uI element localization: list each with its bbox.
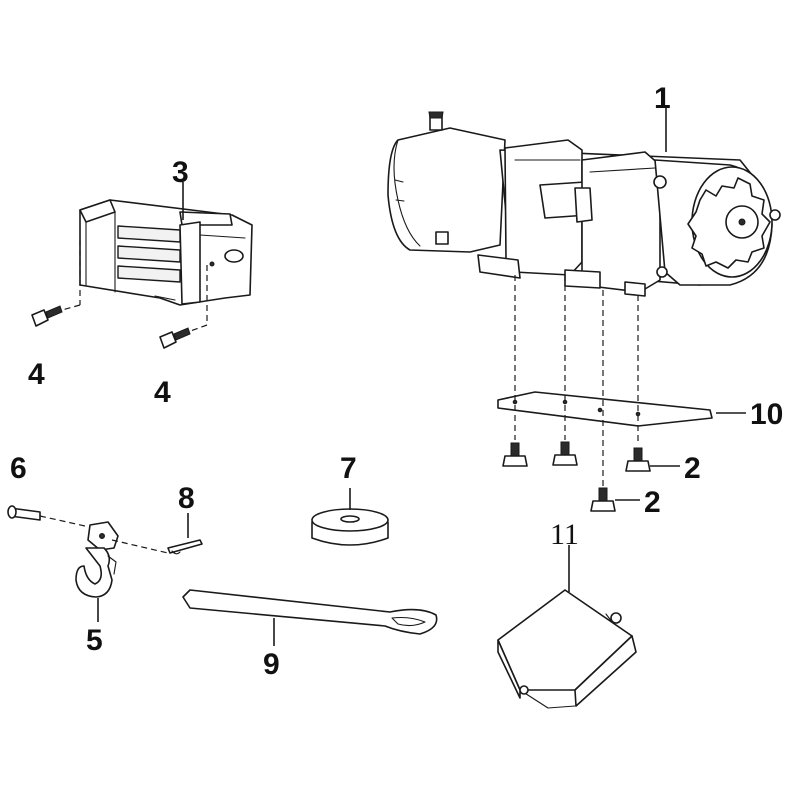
control-box	[497, 589, 637, 709]
mount-bolt	[552, 441, 578, 466]
clevis-hook	[75, 521, 119, 598]
callout-3: 3	[172, 156, 189, 189]
pin-alignment-line	[39, 515, 86, 527]
callout-4: 4	[154, 376, 171, 409]
winch-mount-alignment-lines	[514, 275, 639, 486]
callout-7: 7	[340, 452, 357, 485]
hand-saver-strap	[182, 589, 438, 635]
clevis-pin	[7, 505, 41, 521]
winch-assembly	[387, 111, 781, 297]
roller-fairlead	[79, 199, 253, 306]
mount-plate	[497, 391, 713, 427]
callout-11: 11	[550, 518, 579, 551]
hook-pin-clip	[167, 539, 203, 555]
callout-2: 2	[684, 452, 701, 485]
callout-4: 4	[28, 358, 45, 391]
leader-lines	[97, 108, 746, 646]
callout-2: 2	[644, 486, 661, 519]
clip-alignment-line	[111, 539, 169, 554]
fairlead-bolt	[31, 305, 63, 327]
callout-5: 5	[86, 624, 103, 657]
fairlead-alignment-lines	[54, 240, 208, 334]
callout-6: 6	[10, 452, 27, 485]
callout-9: 9	[263, 648, 280, 681]
mount-bolt	[625, 447, 651, 472]
mount-bolt	[502, 442, 528, 467]
callout-8: 8	[178, 482, 195, 515]
spacer-block	[311, 508, 389, 546]
fairlead-bolt	[159, 327, 191, 349]
callout-1: 1	[654, 82, 671, 115]
mount-bolt	[590, 487, 616, 512]
callout-10: 10	[750, 398, 783, 431]
